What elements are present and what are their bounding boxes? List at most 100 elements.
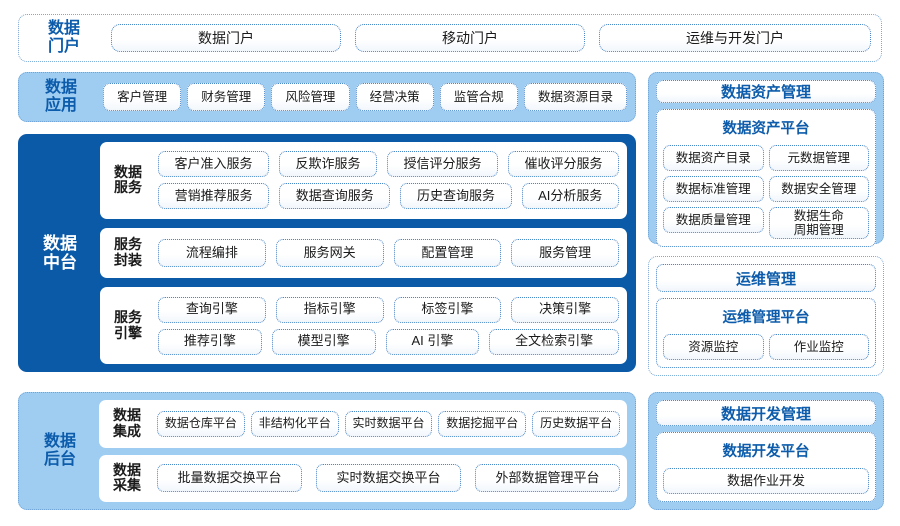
data-asset-item-4[interactable]: 数据质量管理 <box>663 207 764 233</box>
data-service-item-0-2[interactable]: 授信评分服务 <box>387 151 498 178</box>
application-item-2[interactable]: 风险管理 <box>271 83 350 111</box>
middle-platform-band-label: 数据 中台 <box>22 234 98 272</box>
application-item-4[interactable]: 监管合规 <box>439 83 518 111</box>
service-engine-item-1-2[interactable]: AI 引擎 <box>385 328 480 355</box>
group-data-integration-label-line2: 集成 <box>113 422 141 439</box>
data-asset-item-2[interactable]: 数据标准管理 <box>663 176 764 202</box>
service-encapsulation-item-2[interactable]: 配置管理 <box>393 239 502 267</box>
application-band-label: 数据 应用 <box>25 79 97 115</box>
application-item-1[interactable]: 财务管理 <box>187 83 266 111</box>
data-asset-item-5[interactable]: 数据生命周期管理 <box>768 207 869 239</box>
data-asset-item-1[interactable]: 元数据管理 <box>768 145 869 171</box>
panel-data-asset-management: 数据资产管理 数据资产平台 数据资产目录 元数据管理 数据标准管理 数据安全管理… <box>648 72 884 247</box>
group-data-integration-items: 数据仓库平台 非结构化平台 实时数据平台 数据挖掘平台 历史数据平台 <box>157 410 620 437</box>
backend-band-label: 数据 后台 <box>23 433 97 469</box>
data-service-item-1-3[interactable]: AI分析服务 <box>521 183 620 210</box>
data-service-item-0-0[interactable]: 客户准入服务 <box>158 151 269 178</box>
group-service-engine-label-line2: 引擎 <box>114 324 142 341</box>
group-data-integration: 数据 集成 数据仓库平台 非结构化平台 实时数据平台 数据挖掘平台 历史数据平台 <box>99 400 627 448</box>
portal-item-ops-dev[interactable]: 运维与开发门户 <box>599 24 871 52</box>
data-service-item-1-2[interactable]: 历史查询服务 <box>400 183 512 210</box>
group-service-engine-row-1: 推荐引擎 模型引擎 AI 引擎 全文检索引擎 <box>158 328 620 355</box>
application-item-5[interactable]: 数据资源目录 <box>523 83 628 111</box>
portal-item-mobile[interactable]: 移动门户 <box>355 24 585 52</box>
group-service-encapsulation-rows: 流程编排 服务网关 配置管理 服务管理 <box>158 239 619 267</box>
group-service-encapsulation: 服务 封装 流程编排 服务网关 配置管理 服务管理 <box>100 227 627 279</box>
group-service-encapsulation-label: 服务 封装 <box>102 237 154 268</box>
group-data-service-label: 数据 服务 <box>102 163 154 196</box>
portal-band-label: 数据 门户 <box>27 20 101 56</box>
data-collection-item-2[interactable]: 外部数据管理平台 <box>475 464 620 493</box>
data-integration-item-1[interactable]: 非结构化平台 <box>250 410 339 437</box>
data-development-item-0[interactable]: 数据作业开发 <box>663 468 869 494</box>
panel-data-development-items: 数据作业开发 <box>663 468 869 494</box>
panel-data-asset-items: 数据资产目录 元数据管理 数据标准管理 数据安全管理 数据质量管理 数据生命周期… <box>663 145 869 239</box>
application-item-0[interactable]: 客户管理 <box>103 83 182 111</box>
group-data-collection: 数据 采集 批量数据交换平台 实时数据交换平台 外部数据管理平台 <box>99 454 627 502</box>
group-data-service-row-1: 营销推荐服务 数据查询服务 历史查询服务 AI分析服务 <box>158 183 620 210</box>
data-integration-item-2[interactable]: 实时数据平台 <box>344 410 433 437</box>
service-engine-item-0-0[interactable]: 查询引擎 <box>158 296 266 323</box>
portal-items: 数据门户 移动门户 运维与开发门户 <box>111 24 871 52</box>
application-items: 客户管理 财务管理 风险管理 经营决策 监管合规 数据资源目录 <box>103 83 628 111</box>
group-data-service-rows: 客户准入服务 反欺诈服务 授信评分服务 催收评分服务 营销推荐服务 数据查询服务… <box>158 151 620 210</box>
panel-ops-management: 运维管理 运维管理平台 资源监控 作业监控 <box>648 256 884 376</box>
ops-item-0[interactable]: 资源监控 <box>663 334 764 360</box>
application-band: 数据 应用 客户管理 财务管理 风险管理 经营决策 监管合规 数据资源目录 <box>18 72 636 122</box>
panel-data-asset-management-title: 数据资产管理 <box>656 80 876 103</box>
application-item-3[interactable]: 经营决策 <box>355 83 434 111</box>
backend-band: 数据 后台 数据 集成 数据仓库平台 非结构化平台 实时数据平台 数据挖掘平台 … <box>18 392 636 510</box>
portal-item-data[interactable]: 数据门户 <box>111 24 341 52</box>
group-service-engine-rows: 查询引擎 指标引擎 标签引擎 决策引擎 推荐引擎 模型引擎 AI 引擎 全文检索… <box>158 296 620 355</box>
group-service-engine-row-0: 查询引擎 指标引擎 标签引擎 决策引擎 <box>158 296 619 323</box>
group-data-collection-label-line1: 数据 <box>113 461 141 478</box>
data-asset-item-0[interactable]: 数据资产目录 <box>663 145 764 171</box>
service-encapsulation-item-3[interactable]: 服务管理 <box>511 239 619 267</box>
data-service-item-1-0[interactable]: 营销推荐服务 <box>158 183 270 210</box>
group-data-service: 数据 服务 客户准入服务 反欺诈服务 授信评分服务 催收评分服务 营销推荐服务 … <box>100 142 627 219</box>
service-encapsulation-item-1[interactable]: 服务网关 <box>275 239 384 267</box>
service-engine-item-0-3[interactable]: 决策引擎 <box>511 296 619 323</box>
panel-ops-management-title: 运维管理 <box>656 264 876 292</box>
panel-data-asset-platform-subtitle: 数据资产平台 <box>722 121 810 137</box>
group-service-encapsulation-row-0: 流程编排 服务网关 配置管理 服务管理 <box>158 239 619 267</box>
data-service-item-0-1[interactable]: 反欺诈服务 <box>279 151 377 178</box>
data-integration-item-3[interactable]: 数据挖掘平台 <box>438 410 527 437</box>
portal-band-label-line2: 门户 <box>47 38 80 55</box>
service-engine-item-0-2[interactable]: 标签引擎 <box>393 296 502 323</box>
data-service-item-0-3[interactable]: 催收评分服务 <box>508 151 619 178</box>
data-integration-item-4[interactable]: 历史数据平台 <box>532 410 620 437</box>
middle-platform-groups: 数据 服务 客户准入服务 反欺诈服务 授信评分服务 催收评分服务 营销推荐服务 … <box>100 142 627 365</box>
middle-platform-band-label-line1: 数据 <box>43 233 77 253</box>
panel-data-asset-management-body: 数据资产平台 数据资产目录 元数据管理 数据标准管理 数据安全管理 数据质量管理… <box>656 109 876 247</box>
panel-ops-platform-subtitle: 运维管理平台 <box>722 310 810 326</box>
group-service-encapsulation-label-line1: 服务 <box>114 236 142 253</box>
backend-band-label-line1: 数据 <box>43 433 76 451</box>
panel-data-development-management-title: 数据开发管理 <box>656 400 876 426</box>
data-asset-item-3[interactable]: 数据安全管理 <box>768 176 869 202</box>
data-collection-item-0[interactable]: 批量数据交换平台 <box>157 464 302 493</box>
data-integration-item-0[interactable]: 数据仓库平台 <box>157 410 245 437</box>
data-collection-item-1[interactable]: 实时数据交换平台 <box>316 464 461 493</box>
service-engine-item-1-3[interactable]: 全文检索引擎 <box>489 328 620 355</box>
group-data-collection-items: 批量数据交换平台 实时数据交换平台 外部数据管理平台 <box>157 464 620 493</box>
group-data-service-row-0: 客户准入服务 反欺诈服务 授信评分服务 催收评分服务 <box>158 151 619 178</box>
service-engine-item-0-1[interactable]: 指标引擎 <box>275 296 384 323</box>
ops-item-1[interactable]: 作业监控 <box>768 334 869 360</box>
group-data-collection-label-line2: 采集 <box>113 477 141 494</box>
group-service-engine: 服务 引擎 查询引擎 指标引擎 标签引擎 决策引擎 推荐引擎 模型引擎 AI 引… <box>100 287 627 365</box>
middle-platform-band-label-line2: 中台 <box>43 253 77 272</box>
group-data-integration-label-line1: 数据 <box>113 407 141 424</box>
service-encapsulation-item-0[interactable]: 流程编排 <box>158 239 266 267</box>
group-data-service-label-line1: 数据 <box>114 163 142 180</box>
panel-data-development-platform-subtitle: 数据开发平台 <box>722 444 810 460</box>
data-service-item-1-1[interactable]: 数据查询服务 <box>279 183 391 210</box>
service-engine-item-1-1[interactable]: 模型引擎 <box>271 328 376 355</box>
service-engine-item-1-0[interactable]: 推荐引擎 <box>158 328 262 355</box>
panel-data-development-management: 数据开发管理 数据开发平台 数据作业开发 <box>648 392 884 510</box>
application-band-label-line2: 应用 <box>44 97 77 114</box>
group-data-integration-label: 数据 集成 <box>101 407 153 439</box>
portal-band: 数据 门户 数据门户 移动门户 运维与开发门户 <box>18 14 882 62</box>
portal-band-label-line1: 数据 <box>47 20 80 38</box>
